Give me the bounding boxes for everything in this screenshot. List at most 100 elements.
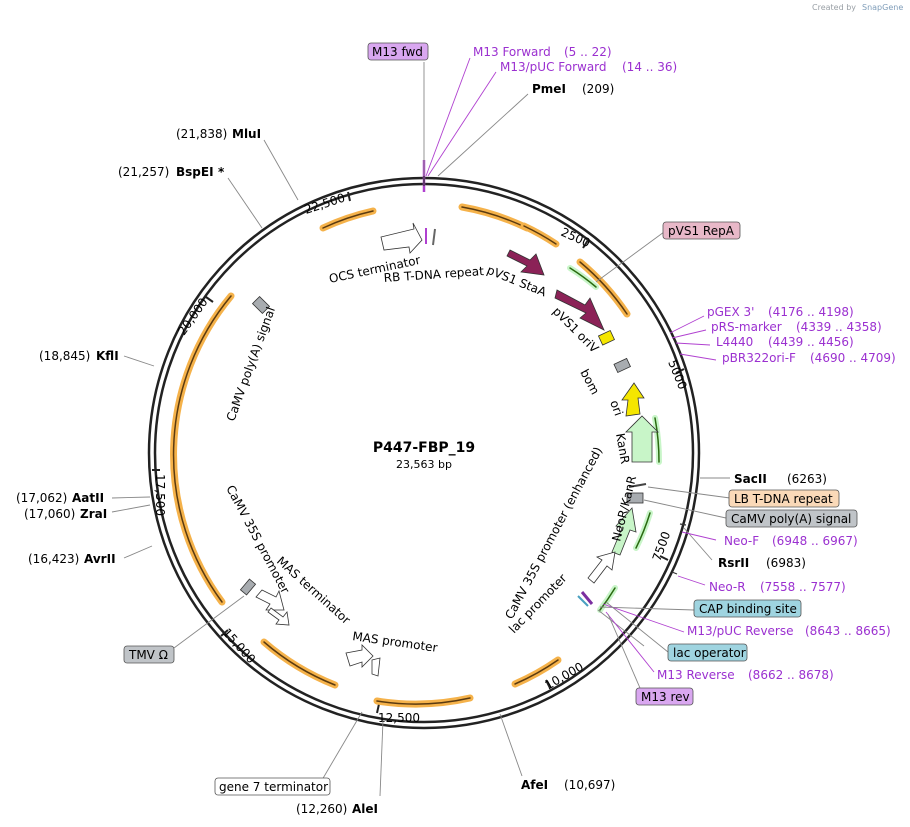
orf-arcs — [170, 203, 631, 708]
lb-tdna-mark — [628, 483, 647, 488]
m13puc-forward-label[interactable]: M13/pUC Forward — [500, 60, 607, 74]
cut-mark-neo-r — [671, 571, 678, 575]
orf-arc-7 — [170, 292, 235, 606]
prs-marker-label[interactable]: pRS-marker — [711, 320, 782, 334]
m13puc-reverse-pos: (8643 .. 8665) — [805, 624, 891, 638]
l4440-leader — [675, 342, 711, 346]
cap-site-leader — [597, 609, 645, 647]
tmv-leader — [173, 595, 245, 649]
zrai-label[interactable]: ZraI — [80, 507, 107, 521]
rsrii-label[interactable]: RsrII — [718, 556, 749, 570]
cap-site-box[interactable]: CAP binding site — [693, 599, 802, 618]
lac-promoter-mark — [580, 591, 594, 605]
mlui-leader — [263, 139, 299, 201]
bom-box — [613, 357, 631, 374]
created-by-text: Created by — [812, 3, 856, 12]
mas-promoter-arrow-2 — [371, 657, 381, 677]
sacii-label[interactable]: SacII — [734, 472, 767, 486]
camv35s-arrow — [255, 589, 285, 611]
tmv-box-label[interactable]: TMV Ω — [123, 645, 175, 664]
neo-r-label[interactable]: Neo-R — [709, 580, 746, 594]
orf-arc-2-line — [523, 225, 557, 245]
neo-r-pos: (7558 .. 7577) — [760, 580, 846, 594]
lb-tdna-box[interactable]: LB T-DNA repeat — [728, 489, 840, 508]
tmv-box-text: TMV Ω — [128, 648, 168, 662]
green-arc-1-line — [569, 267, 597, 288]
m13-rev-box[interactable]: M13 rev — [635, 687, 694, 706]
tick-marks — [152, 191, 685, 714]
l4440-label[interactable]: L4440 — [716, 335, 753, 349]
pvs1-oriv-box — [597, 329, 615, 346]
m13-forward-label[interactable]: M13 Forward — [473, 45, 551, 59]
cut-mark-rsrii — [679, 523, 687, 526]
afei-label[interactable]: AfeI — [521, 778, 548, 792]
bspei-leader — [227, 177, 263, 229]
kanr-label: KanR — [613, 432, 632, 465]
kfli-leader — [123, 355, 155, 367]
ori-arrow — [621, 382, 645, 417]
tick-label-15000: 15,000 — [220, 626, 259, 667]
tick-label-22500: 22,500 — [303, 191, 347, 217]
ori-label: ori — [607, 398, 625, 417]
leader-lines — [111, 57, 731, 797]
camv-polya-box-label[interactable]: CaMV poly(A) signal — [725, 509, 858, 528]
camv-polya-box-text: CaMV poly(A) signal — [731, 512, 851, 526]
pmei-label[interactable]: PmeI — [532, 82, 566, 96]
prs-marker-leader — [671, 329, 707, 339]
pbr322ori-pos: (4690 .. 4709) — [810, 351, 896, 365]
pvs1-repa-box[interactable]: pVS1 RepA — [662, 221, 741, 240]
m13-reverse-label[interactable]: M13 Reverse — [657, 668, 735, 682]
pbr322ori-label[interactable]: pBR322ori-F — [722, 351, 796, 365]
cap-site-mark — [577, 595, 589, 607]
lac-operator-box[interactable]: lac operator — [667, 643, 748, 662]
rsrii-leader — [683, 527, 713, 561]
alei-label[interactable]: AleI — [352, 802, 378, 816]
kfli-label[interactable]: KflI — [96, 349, 119, 363]
pgex3-pos: (4176 .. 4198) — [768, 305, 854, 319]
mas-promoter-arrow — [345, 644, 374, 668]
m13-reverse-pos: (8662 .. 8678) — [748, 668, 834, 682]
pvs1-repa-box-text: pVS1 RepA — [668, 224, 735, 238]
alei-leader — [379, 719, 384, 797]
pgex3-leader — [669, 315, 705, 334]
tick-2500 — [582, 239, 589, 249]
neo-f-pos: (6948 .. 6967) — [772, 534, 858, 548]
lb-tdna-box-bg — [728, 489, 840, 508]
pgex3-label[interactable]: pGEX 3' — [707, 305, 754, 319]
rb-tdna-mark-2 — [432, 228, 436, 246]
mlui-label[interactable]: MluI — [232, 127, 261, 141]
m13-rev-box-bg — [635, 687, 694, 706]
pbr322ori-leader — [679, 353, 717, 361]
lac-operator-leader — [605, 601, 669, 653]
aatii-leader — [111, 496, 151, 499]
zrai-leader — [111, 504, 151, 513]
m13puc-reverse-label[interactable]: M13/pUC Reverse — [687, 624, 794, 638]
orf-arc-6 — [260, 638, 339, 689]
aatii-label[interactable]: AatII — [72, 491, 104, 505]
bspei-pos: (21,257) — [118, 165, 169, 179]
m13-fwd-box-text: M13 fwd — [372, 45, 423, 59]
m13-reverse-leader — [605, 611, 655, 673]
green-arc-4-line — [599, 587, 616, 611]
orf-arc-6-line — [263, 641, 336, 686]
neo-r-leader — [677, 575, 706, 586]
camv-polya-leader — [643, 499, 727, 519]
pvs1-repa-box-bg — [662, 221, 741, 240]
m13-rev-leader — [607, 613, 641, 689]
orf-arc-7-line — [172, 295, 232, 603]
camv-polya-box-bg — [725, 509, 858, 528]
tick-label-17500: 17,500 — [153, 474, 167, 516]
avrii-label[interactable]: AvrII — [84, 552, 116, 566]
green-arcs — [567, 265, 663, 613]
bspei-label[interactable]: BspEI — [176, 165, 214, 179]
ocs-terminator-arrow — [380, 222, 423, 254]
neor-kanr-label: NeoR/KanR — [609, 474, 639, 542]
gene7-box[interactable]: gene 7 terminator — [214, 777, 331, 796]
m13-fwd-box[interactable]: M13 fwd — [367, 42, 429, 61]
lac-operator-box-text: lac operator — [673, 646, 746, 660]
tmv-box — [239, 578, 257, 596]
neo-f-label[interactable]: Neo-F — [724, 534, 759, 548]
pvs1-repa-leader — [595, 231, 665, 283]
orf-arc-8-line — [322, 210, 374, 229]
